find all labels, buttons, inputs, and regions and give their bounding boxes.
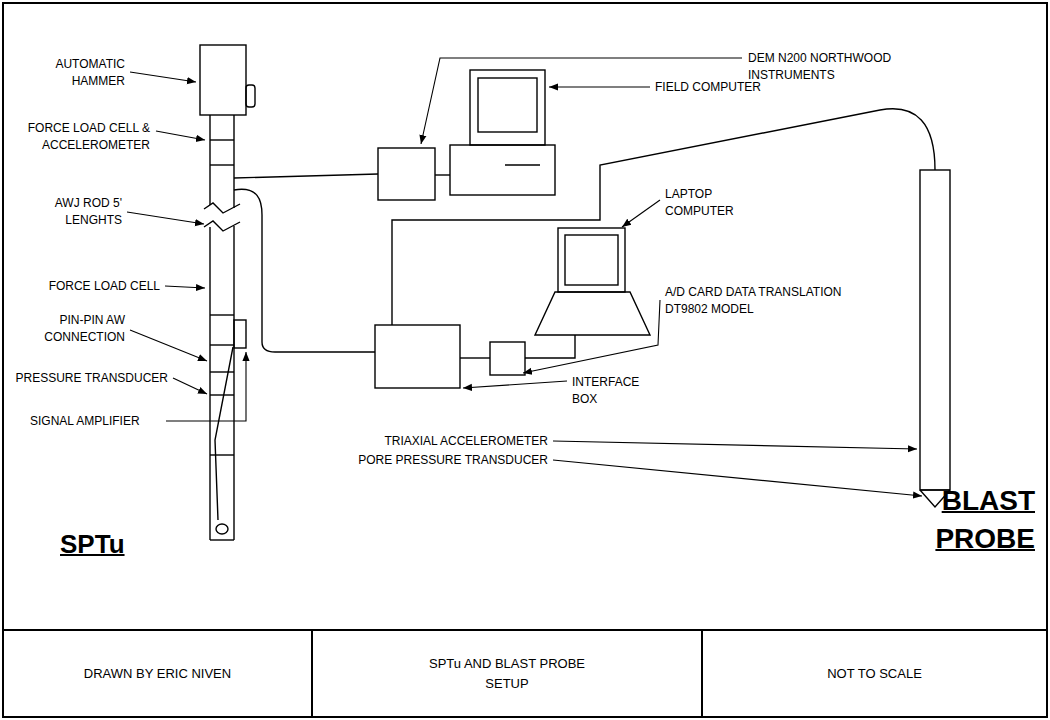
title-block-cell: DRAWN BY ERIC NIVEN bbox=[3, 631, 312, 717]
part-label: FORCE LOAD CELL bbox=[20, 278, 160, 295]
title-block-text: NOT TO SCALE bbox=[827, 664, 922, 684]
laptop-base bbox=[535, 292, 650, 335]
sheet-border bbox=[3, 3, 1047, 717]
part-label: DEM N200 NORTHWOOD INSTRUMENTS bbox=[748, 50, 928, 84]
part-label: INTERFACE BOX bbox=[572, 374, 662, 408]
cable bbox=[392, 109, 935, 325]
part-label: TRIAXIAL ACCELEROMETER bbox=[338, 433, 548, 450]
title-block-divider bbox=[311, 630, 313, 717]
cable bbox=[234, 174, 378, 178]
signal-amplifier bbox=[234, 320, 246, 348]
monitor bbox=[470, 70, 545, 145]
ad-card bbox=[490, 342, 525, 375]
section-title: BLAST PROBE bbox=[910, 482, 1035, 558]
part-label: PRESSURE TRANSDUCER bbox=[8, 370, 168, 387]
interface-box bbox=[375, 325, 460, 388]
part-label: AUTOMATIC HAMMER bbox=[30, 56, 125, 90]
title-block-line bbox=[3, 629, 1047, 631]
part-label: AWJ ROD 5' LENGHTS bbox=[32, 195, 122, 229]
dem-box bbox=[378, 148, 435, 200]
computer-case bbox=[450, 145, 555, 195]
laptop-screen bbox=[558, 228, 625, 292]
automatic-hammer bbox=[200, 45, 246, 115]
cable bbox=[460, 357, 490, 358]
blast-probe bbox=[920, 170, 950, 490]
part-label: PORE PRESSURE TRANSDUCER bbox=[318, 452, 548, 469]
part-label: FORCE LOAD CELL & ACCELEROMETER bbox=[10, 120, 150, 154]
title-block-text: SPTu AND BLAST PROBE SETUP bbox=[407, 654, 607, 694]
hammer-lug bbox=[246, 85, 255, 107]
pressure-transducer bbox=[216, 524, 228, 534]
part-label: PIN-PIN AW CONNECTION bbox=[15, 312, 125, 346]
part-label: FIELD COMPUTER bbox=[655, 79, 795, 96]
section-title: SPTu bbox=[60, 526, 180, 562]
title-block-cell: SPTu AND BLAST PROBE SETUP bbox=[312, 631, 702, 717]
sptu-rod bbox=[200, 45, 255, 540]
title-block-text: DRAWN BY ERIC NIVEN bbox=[84, 664, 231, 684]
leader-lines bbox=[127, 58, 922, 496]
cable bbox=[435, 174, 450, 175]
part-label: SIGNAL AMPLIFIER bbox=[30, 413, 165, 430]
cable bbox=[525, 335, 575, 358]
title-block-divider bbox=[701, 630, 703, 717]
cable bbox=[234, 189, 375, 352]
part-label: LAPTOP COMPUTER bbox=[665, 186, 755, 220]
monitor-screen bbox=[478, 78, 537, 132]
part-label: A/D CARD DATA TRANSLATION DT9802 MODEL bbox=[665, 284, 855, 318]
title-block-cell: NOT TO SCALE bbox=[702, 631, 1047, 717]
